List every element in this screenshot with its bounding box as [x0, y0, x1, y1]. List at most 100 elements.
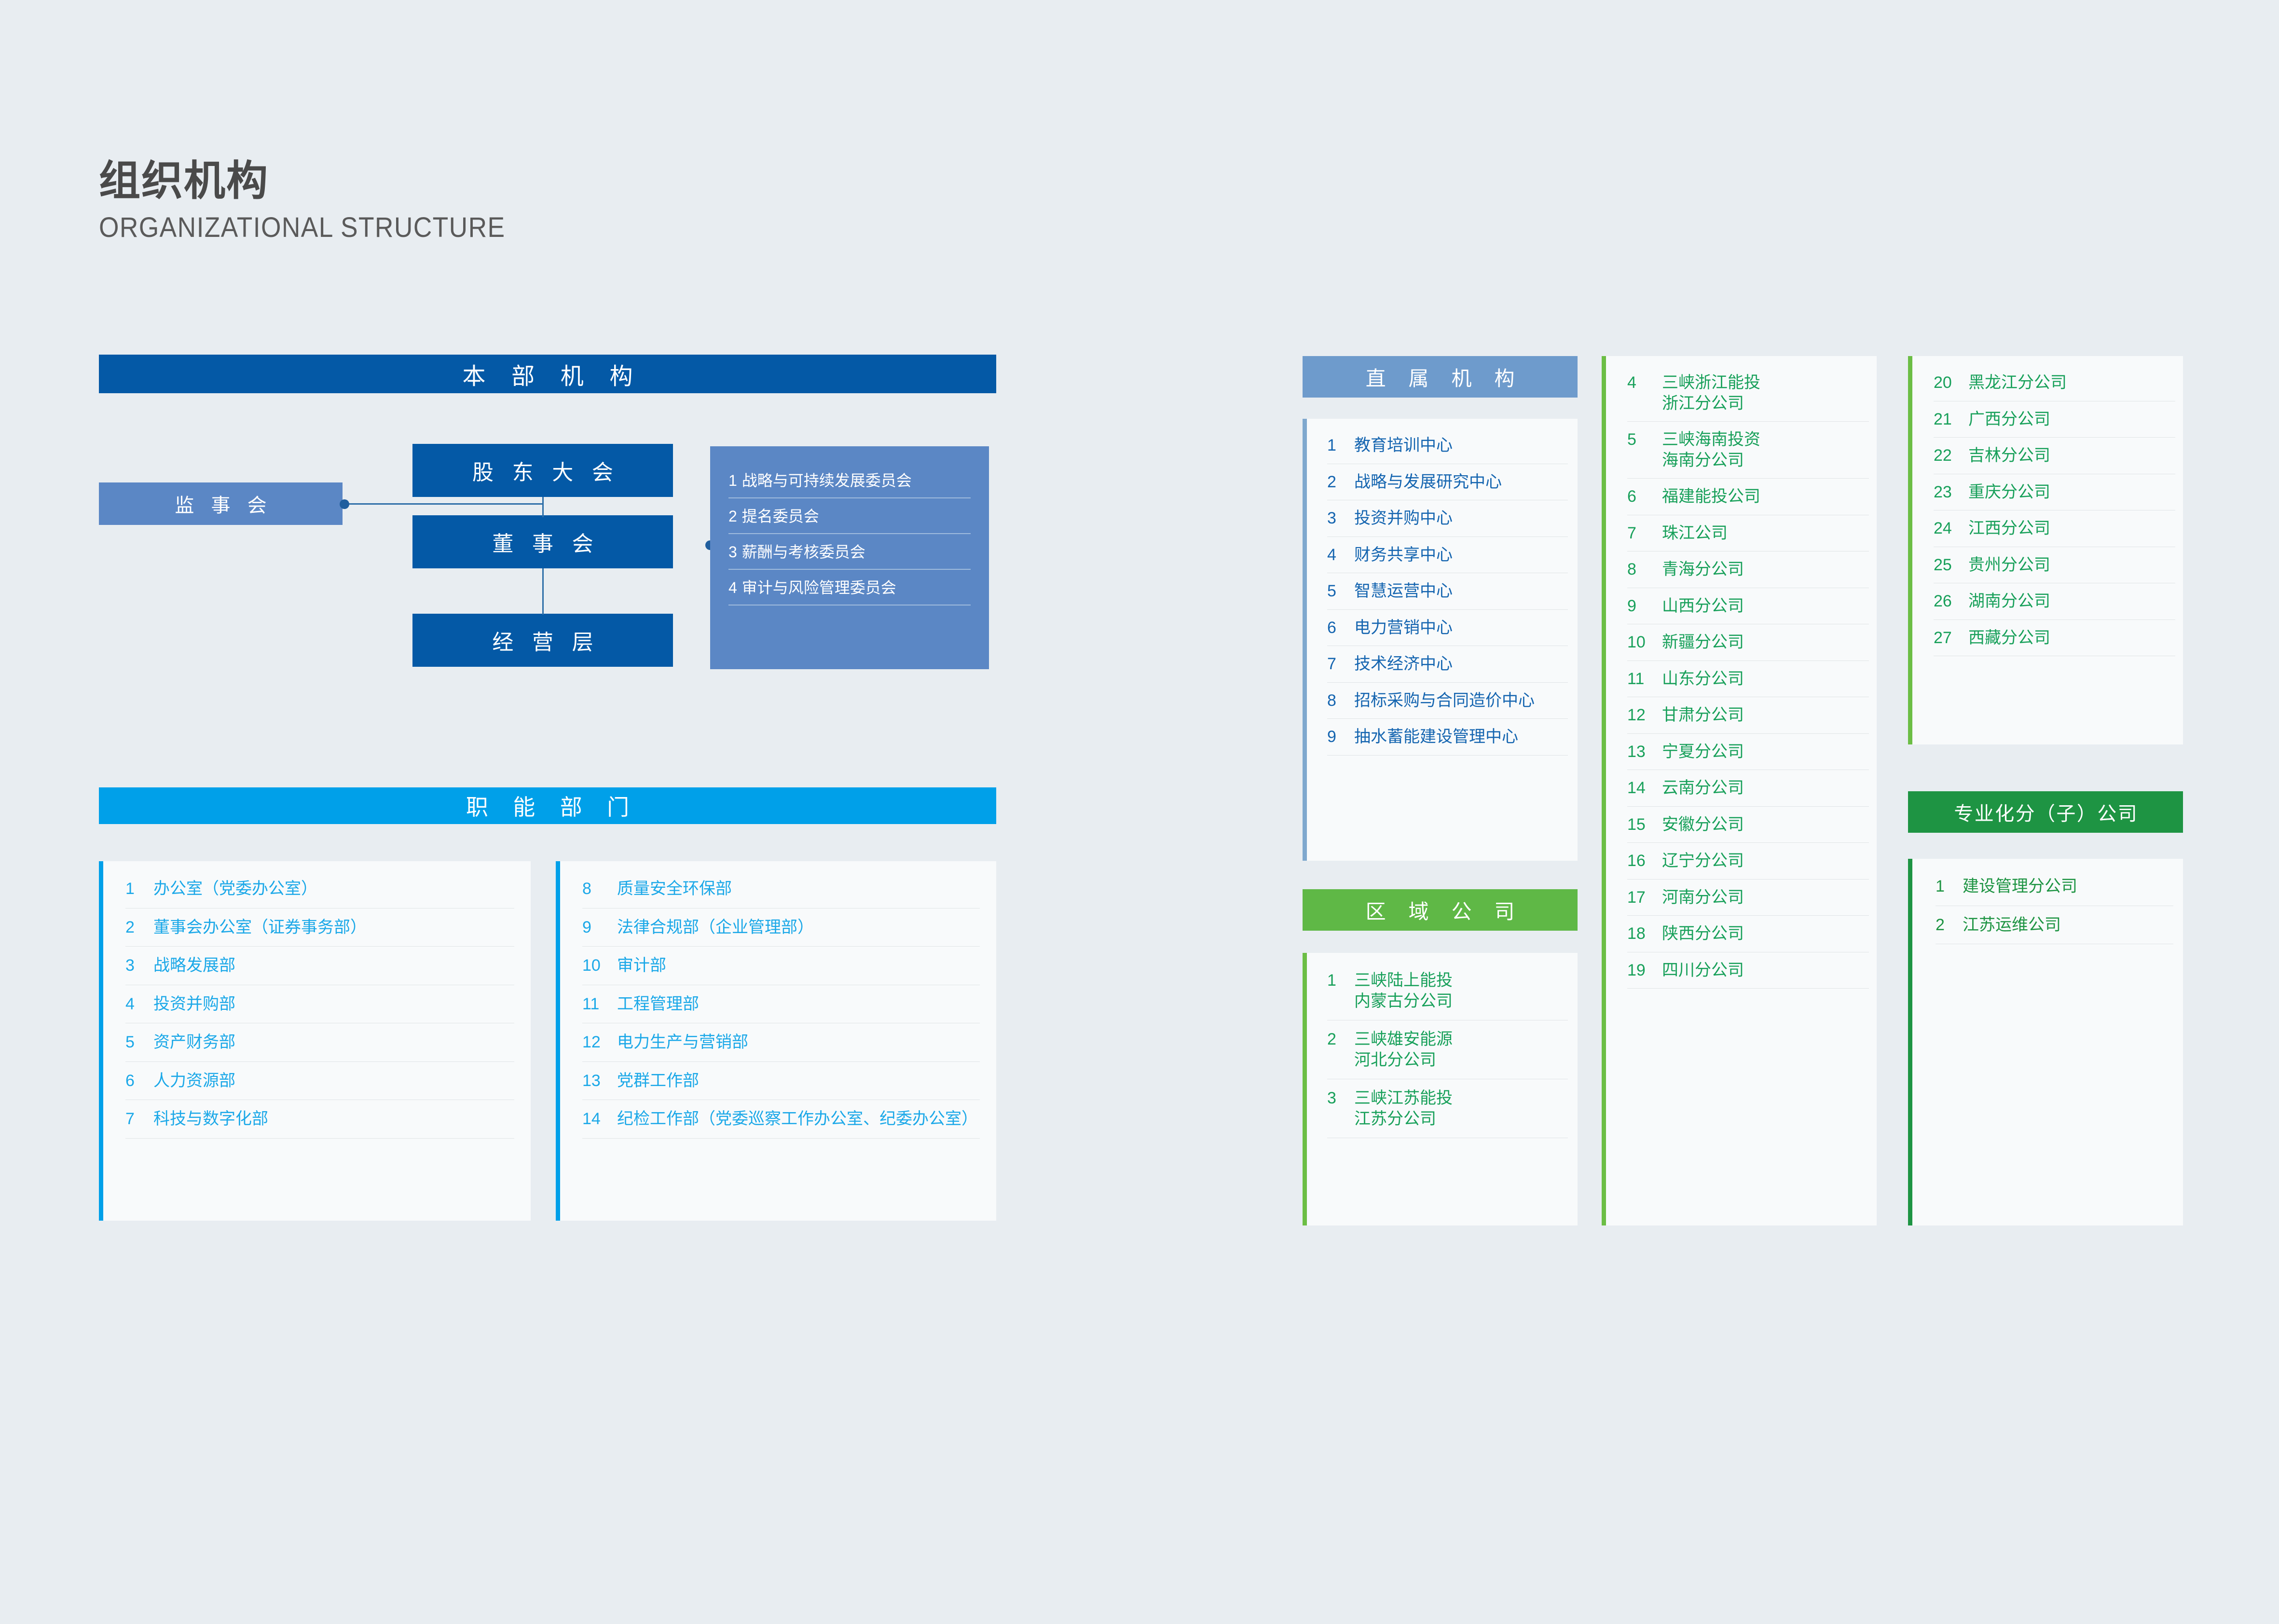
institution-row-text: 投资并购中心 [1354, 508, 1568, 529]
section-header-functional-departments: 职 能 部 门 [99, 787, 996, 824]
regional-company-row-label: 云南分公司 [1662, 779, 1744, 797]
section-header-functional-departments-label: 职 能 部 门 [466, 795, 639, 820]
department-row-text: 电力生产与营销部 [617, 1032, 980, 1053]
section-header-regional-companies: 区 域 公 司 [1303, 889, 1578, 931]
regional-company-row-text: 福建能投公司 [1662, 486, 1869, 507]
department-row[interactable]: 8 质量安全环保部 [560, 870, 996, 908]
section-header-regional-companies-label: 区 域 公 司 [1365, 900, 1524, 923]
regional-company-row-text: 陕西分公司 [1662, 923, 1869, 944]
regional-company-row-index: 15 [1627, 815, 1646, 834]
department-row-index: 13 [582, 1071, 601, 1090]
page-title-en: ORGANIZATIONAL STRUCTURE [99, 212, 506, 244]
regional-company-row-label: 吉林分公司 [1968, 446, 2050, 465]
list-separator [1627, 915, 1869, 916]
regional-company-row-label: 贵州分公司 [1968, 555, 2050, 574]
regional-company-row-label: 新疆分公司 [1662, 633, 1744, 651]
institution-row-text: 招标采购与合同造价中心 [1354, 690, 1568, 711]
department-row-index: 1 [125, 880, 135, 898]
department-row-text: 质量安全环保部 [617, 879, 980, 899]
regional-company-row-index: 4 [1627, 373, 1636, 392]
node-board-of-directors[interactable]: 董 事 会 [412, 515, 673, 568]
regional-company-row-text: 安徽分公司 [1662, 814, 1869, 835]
regional-company-row-label: 陕西分公司 [1662, 924, 1744, 943]
regional-company-row-text: 四川分公司 [1662, 960, 1869, 981]
department-row-label: 党群工作部 [617, 1071, 699, 1090]
regional-company-row-index: 11 [1627, 669, 1645, 688]
institution-row-text: 战略与发展研究中心 [1354, 472, 1568, 493]
regional-company-row-label: 甘肃分公司 [1662, 706, 1744, 724]
department-row-text: 人力资源部 [153, 1071, 514, 1091]
specialized-company-row-text: 建设管理分公司 [1963, 876, 2173, 897]
regional-company-row-index: 5 [1627, 430, 1636, 449]
node-management-layer[interactable]: 经 营 层 [412, 614, 673, 667]
regional-company-row-index: 23 [1934, 482, 1952, 501]
regional-company-row[interactable]: 15 安徽分公司 [1606, 807, 1877, 843]
node-board-of-supervisors[interactable]: 监 事 会 [99, 482, 343, 525]
node-shareholders-meeting[interactable]: 股 东 大 会 [412, 444, 673, 497]
regional-company-row-label: 西藏分公司 [1968, 628, 2050, 647]
department-row[interactable]: 13 党群工作部 [560, 1062, 996, 1100]
institution-row-label: 财务共享中心 [1354, 545, 1453, 564]
department-row-label: 董事会办公室（证券事务部） [153, 918, 367, 936]
regional-company-row-label: 辽宁分公司 [1662, 852, 1744, 870]
department-row-label: 纪检工作部（党委巡察工作办公室、纪委办公室） [617, 1110, 978, 1128]
department-row-index: 8 [582, 880, 591, 898]
